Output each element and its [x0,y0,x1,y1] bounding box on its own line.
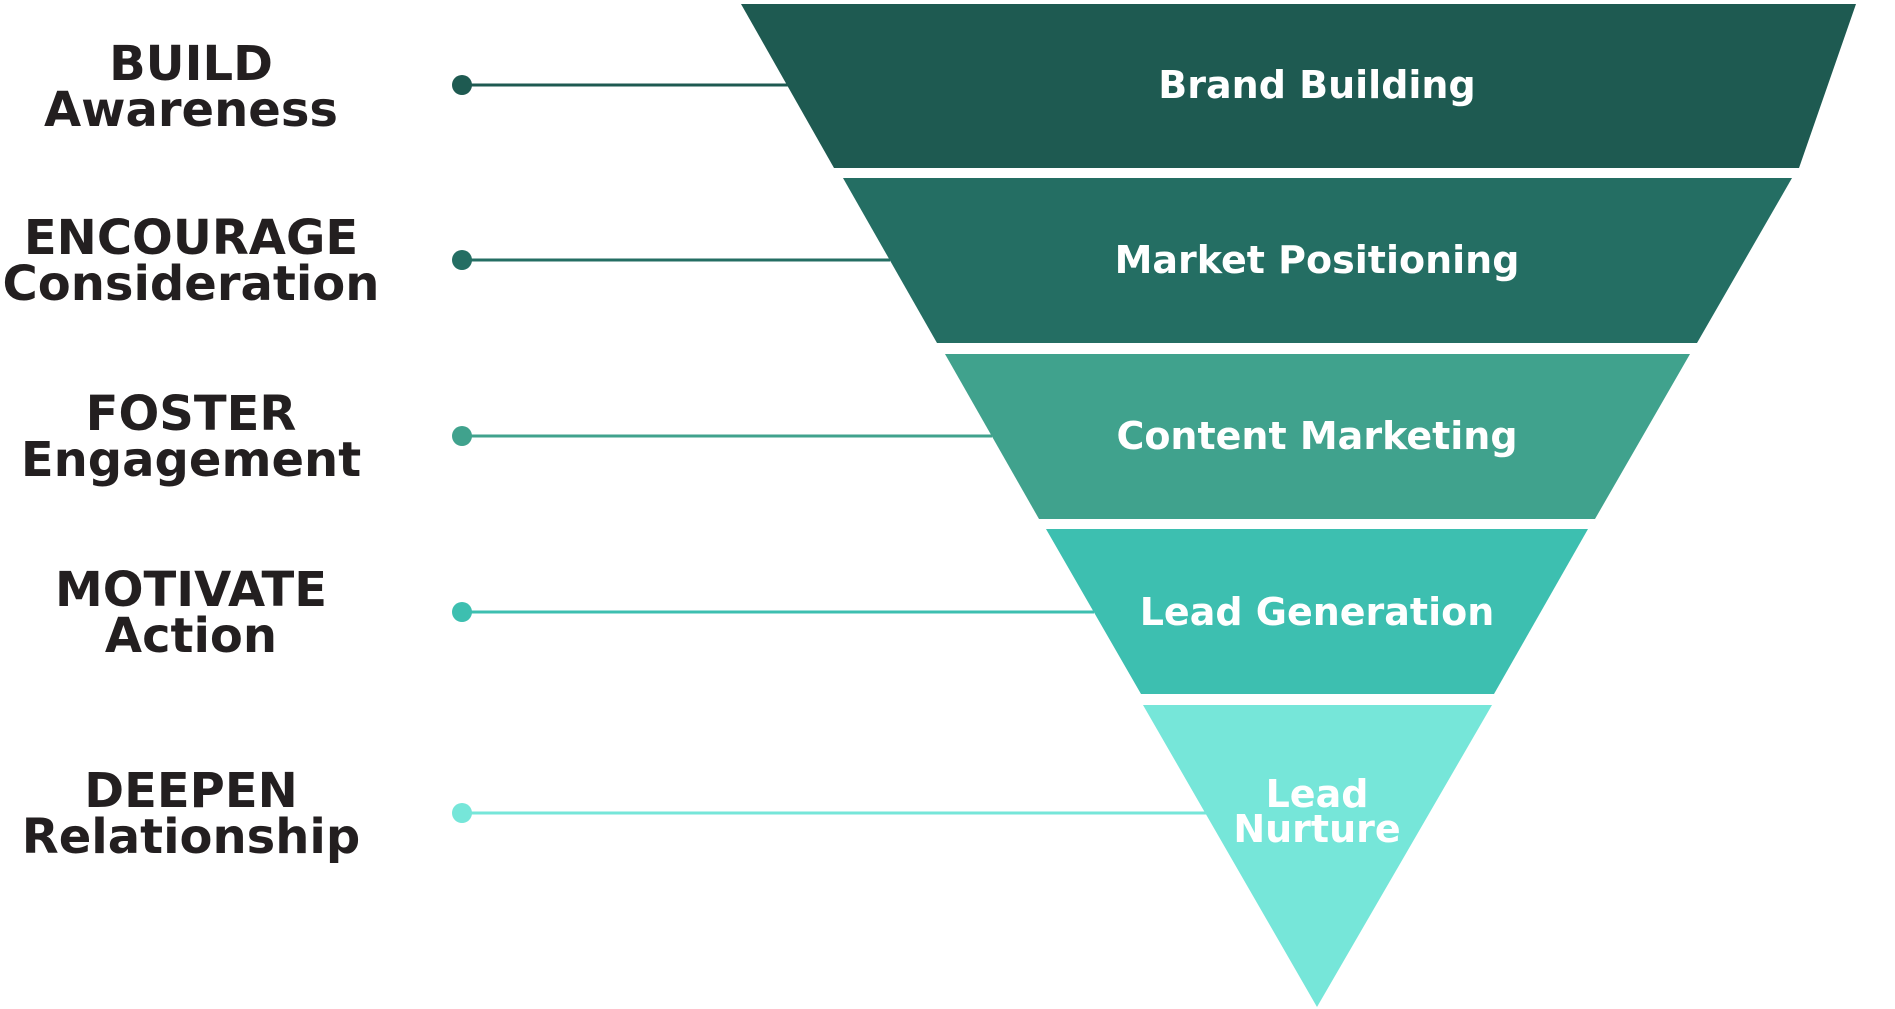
funnel-segment-lead-nurture [1143,705,1492,1007]
stage-heading-motivate: MOTIVATE [55,562,327,618]
funnel-segments [741,4,1856,1007]
stage-subheading-consideration: Consideration [3,256,380,312]
segment-label-lead-nurture-line-1: Lead [1266,772,1369,816]
connector-dot-encourage [452,250,472,270]
stage-heading-foster: FOSTER [86,386,297,442]
stage-subheading-engagement: Engagement [21,432,361,488]
connector-dots [452,75,472,823]
segment-labels: Brand Building Market Positioning Conten… [1115,63,1520,851]
stage-heading-encourage: ENCOURAGE [24,210,358,266]
connector-dot-deepen [452,803,472,823]
connector-lines [462,83,1209,815]
segment-label-lead-generation: Lead Generation [1140,590,1495,634]
funnel-segment-brand-building [741,4,1856,168]
connector-dot-motivate [452,602,472,622]
segment-label-brand-building: Brand Building [1158,63,1475,107]
stage-subheading-awareness: Awareness [44,82,338,138]
stage-labels: BUILD Awareness ENCOURAGE Consideration … [3,36,380,865]
segment-label-market-positioning: Market Positioning [1115,238,1520,282]
stage-subheading-action: Action [105,608,277,664]
segment-label-lead-nurture-line-2: Nurture [1233,807,1400,851]
segment-label-content-marketing: Content Marketing [1116,414,1517,458]
stage-heading-deepen: DEEPEN [84,763,298,819]
stage-heading-build: BUILD [109,36,273,92]
connector-dot-build [452,75,472,95]
stage-subheading-relationship: Relationship [22,809,360,865]
funnel-segment-content-marketing [945,354,1690,519]
connector-dot-foster [452,426,472,446]
funnel-segment-market-positioning [843,178,1792,343]
funnel-segment-lead-generation [1046,529,1588,694]
